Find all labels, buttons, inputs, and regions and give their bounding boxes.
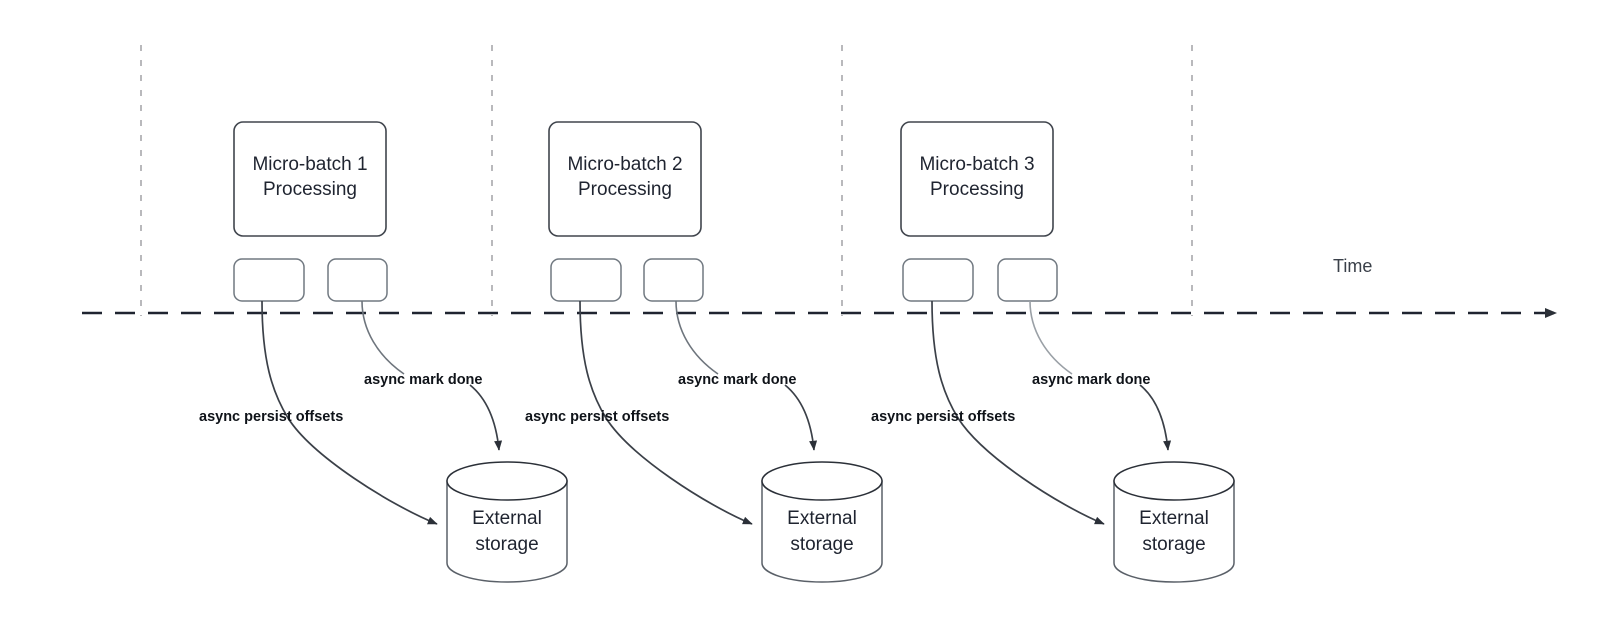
group-2-storage-cylinder-body[interactable] <box>761 480 883 583</box>
group-2-storage-cylinder-top <box>761 461 883 501</box>
group-2-label-async-mark-done: async mark done <box>678 372 797 388</box>
group-2-task-box-left[interactable] <box>550 258 622 302</box>
group-1-label-async-mark-done: async mark done <box>364 372 483 388</box>
microbatch-3-box[interactable] <box>900 121 1054 237</box>
group-3-edge-async-mark-done-upper <box>1029 300 1073 375</box>
group-1-storage-cylinder-top <box>446 461 568 501</box>
group-1-edge-async-mark-done-upper <box>361 300 405 375</box>
time-axis-label: Time <box>1333 256 1373 276</box>
group-2-edge-async-persist-offsets <box>579 300 753 525</box>
group-3-storage-cylinder-body[interactable] <box>1113 480 1235 583</box>
group-3-storage-cylinder-top <box>1113 461 1235 501</box>
group-1-task-box-left[interactable] <box>233 258 305 302</box>
group-2-label-async-persist-offsets: async persist offsets <box>525 409 670 425</box>
group-3-task-box-right[interactable] <box>997 258 1058 302</box>
group-1-task-box-right[interactable] <box>327 258 388 302</box>
group-1-storage-cylinder-body[interactable] <box>446 480 568 583</box>
group-1-label-async-persist-offsets: async persist offsets <box>199 409 344 425</box>
group-3-edge-async-mark-done-lower <box>1139 384 1172 451</box>
group-3-label-async-mark-done: async mark done <box>1032 372 1151 388</box>
group-3-label-async-persist-offsets: async persist offsets <box>871 409 1016 425</box>
microbatch-2-box[interactable] <box>548 121 702 237</box>
group-2-shapes <box>548 121 883 583</box>
group-2-edge-async-mark-done-upper <box>675 300 719 375</box>
group-3-shapes <box>900 121 1235 583</box>
microbatch-1-box[interactable] <box>233 121 387 237</box>
group-1-edge-async-mark-done-lower <box>469 384 503 451</box>
group-1-edge-async-persist-offsets <box>261 300 438 525</box>
group-2-edge-async-mark-done-lower <box>784 384 818 451</box>
group-3-task-box-left[interactable] <box>902 258 974 302</box>
timeline-tick-lines <box>140 45 1193 316</box>
group-2-task-box-right[interactable] <box>643 258 704 302</box>
group-3-edge-async-persist-offsets <box>931 300 1105 525</box>
group-1-shapes <box>233 121 568 583</box>
